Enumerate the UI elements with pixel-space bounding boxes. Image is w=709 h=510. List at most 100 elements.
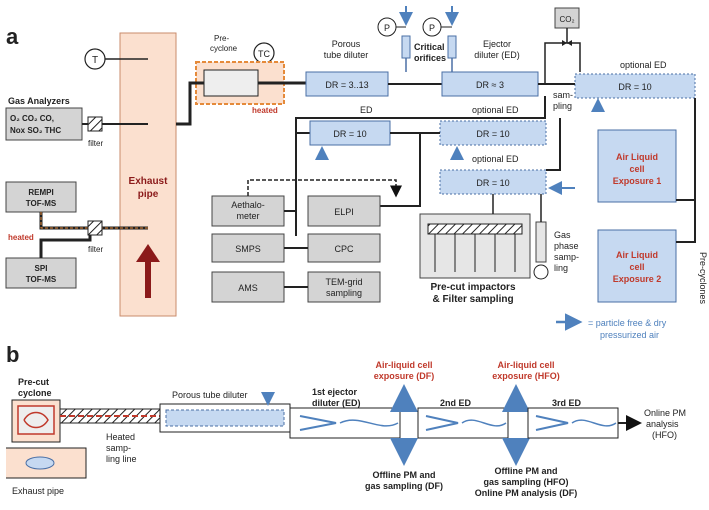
- optional-ed-mid-dr: DR = 10: [476, 129, 509, 139]
- first-ed-nozzle: [299, 415, 337, 431]
- ali-exposure-1-label-3: Exposure 1: [613, 176, 662, 186]
- legend-air-label-2: pressurized air: [600, 330, 659, 340]
- pressure-gauge-label-2: P: [429, 23, 435, 33]
- online-pm-label-1: Online PM: [644, 408, 686, 418]
- filter-label-2: filter: [88, 245, 103, 254]
- panel-a-label: a: [6, 24, 19, 49]
- online-pm-label-2: analysis: [646, 419, 679, 429]
- optional-ed-mid-box: [439, 120, 547, 146]
- offline-df-label-1: Offline PM and: [373, 470, 436, 480]
- panel-b-porous-label: Porous tube diluter: [172, 390, 248, 400]
- critical-orifices-label-1: Critical: [414, 42, 445, 52]
- rempi-box: [5, 181, 77, 213]
- ali-exposure-2-label-3: Exposure 2: [613, 274, 662, 284]
- aethalometer-box: [211, 195, 285, 227]
- sampling-manifold-line: [295, 96, 546, 236]
- aethalometer-label-2: meter: [236, 211, 259, 221]
- gas-analyzers-box: [5, 107, 83, 141]
- porous-title-1: Porous: [332, 39, 361, 49]
- panel-b-precut-label-1: Pre-cut: [18, 377, 49, 387]
- ali-df-label-2: exposure (DF): [374, 371, 435, 381]
- critical-orifices-label-2: orifices: [414, 53, 446, 63]
- ed-box: [309, 120, 391, 146]
- tem-grid-box: [307, 271, 381, 303]
- ali-hfo-label-2: exposure (HFO): [492, 371, 560, 381]
- first-ed-label-2: diluter (ED): [312, 398, 361, 408]
- second-ed-nozzle: [425, 415, 459, 431]
- precyclone-body: [203, 69, 259, 97]
- panel-b-label: b: [6, 342, 19, 367]
- ejector-diluter-box: [441, 71, 539, 97]
- panel-b-precut-label-2: cyclone: [18, 388, 52, 398]
- co2-valve-icon: [562, 40, 572, 46]
- exhaust-pipe-label-2: pipe: [138, 189, 159, 200]
- sampling-label-2: pling: [553, 101, 572, 111]
- critical-orifice-icon-1: [401, 35, 411, 59]
- optional-ed-low-label: optional ED: [472, 154, 519, 164]
- gas-analyzers-title: Gas Analyzers: [8, 96, 70, 106]
- gas-phase-sampler-icon: [535, 221, 547, 263]
- heated-line-label-1: Heated: [106, 432, 135, 442]
- filter-label-1: filter: [88, 139, 103, 148]
- exhaust-pipe-label-1: Exhaust: [129, 176, 169, 187]
- panel-b-exhaust-label: Exhaust pipe: [12, 486, 64, 496]
- ali-exposure-2-label-2: cell: [629, 262, 644, 272]
- precyclone-feed-lines: [676, 98, 696, 243]
- heated-line-label-2: samp-: [106, 443, 131, 453]
- rempi-label-2: TOF-MS: [26, 199, 57, 208]
- first-ed-flow: [339, 419, 399, 427]
- second-ed-label: 2nd ED: [440, 398, 472, 408]
- gas-phase-label-3: samp-: [554, 252, 579, 262]
- precyclone-label-1: Pre-: [214, 34, 229, 43]
- rempi-label-1: REMPI: [28, 188, 53, 197]
- first-ed-body: [289, 407, 401, 439]
- critical-orifice-icon-2: [447, 35, 457, 59]
- co2-label: CO₂: [559, 15, 574, 24]
- spi-label-2: TOF-MS: [26, 275, 57, 284]
- smps-box: [211, 233, 285, 263]
- elpi-box: [307, 195, 381, 227]
- ejector-title-2: diluter (ED): [474, 50, 520, 60]
- gas-phase-label-4: ling: [554, 263, 568, 273]
- impactor-stages-icon: [427, 223, 523, 235]
- second-ed-flow: [461, 419, 507, 427]
- ali-exposure-2-label-1: Air Liquid: [616, 250, 658, 260]
- heated-label-left: heated: [8, 233, 34, 242]
- precyclone-label-2: cyclone: [210, 44, 238, 53]
- third-ed-label: 3rd ED: [552, 398, 582, 408]
- sample-line-to-cyclone: [176, 81, 204, 126]
- pump-icon: [533, 264, 549, 280]
- ali-exposure-1-label-2: cell: [629, 164, 644, 174]
- panel-b-probe-icon: [25, 456, 55, 470]
- filter-icon-2: [87, 220, 103, 236]
- ams-box: [211, 271, 285, 303]
- ejector-title-1: Ejector: [483, 39, 511, 49]
- impactor-lines: [434, 234, 516, 272]
- aethalometer-label-1: Aethalo-: [231, 200, 265, 210]
- heated-label-top: heated: [252, 106, 278, 115]
- heated-line-left: [40, 212, 148, 229]
- porous-tube-diluter-box: [305, 71, 389, 97]
- ali-hfo-label-1: Air-liquid cell: [497, 360, 554, 370]
- offline-hfo-label-2: gas sampling (HFO): [483, 477, 568, 487]
- co2-line: [538, 28, 568, 85]
- porous-dr-label: DR = 3..13: [325, 80, 368, 90]
- ams-label: AMS: [238, 283, 258, 293]
- co2-line-2: [567, 42, 581, 72]
- smps-label: SMPS: [235, 244, 261, 254]
- dashed-bypass-line: [247, 179, 402, 198]
- temperature-sensor-label: T: [92, 55, 98, 66]
- cpc-label: CPC: [334, 244, 354, 254]
- instrument-lines: [284, 210, 308, 288]
- cpc-box: [307, 233, 381, 263]
- elpi-label: ELPI: [334, 207, 354, 217]
- gas-phase-label-1: Gas: [554, 230, 571, 240]
- spi-box: [5, 257, 77, 289]
- legend-air-label-1: = particle free & dry: [588, 318, 667, 328]
- sampling-feed-lines: [492, 194, 542, 222]
- sampling-label-1: sam-: [553, 90, 573, 100]
- optional-ed-low-dr: DR = 10: [476, 178, 509, 188]
- ed-label: ED: [360, 105, 373, 115]
